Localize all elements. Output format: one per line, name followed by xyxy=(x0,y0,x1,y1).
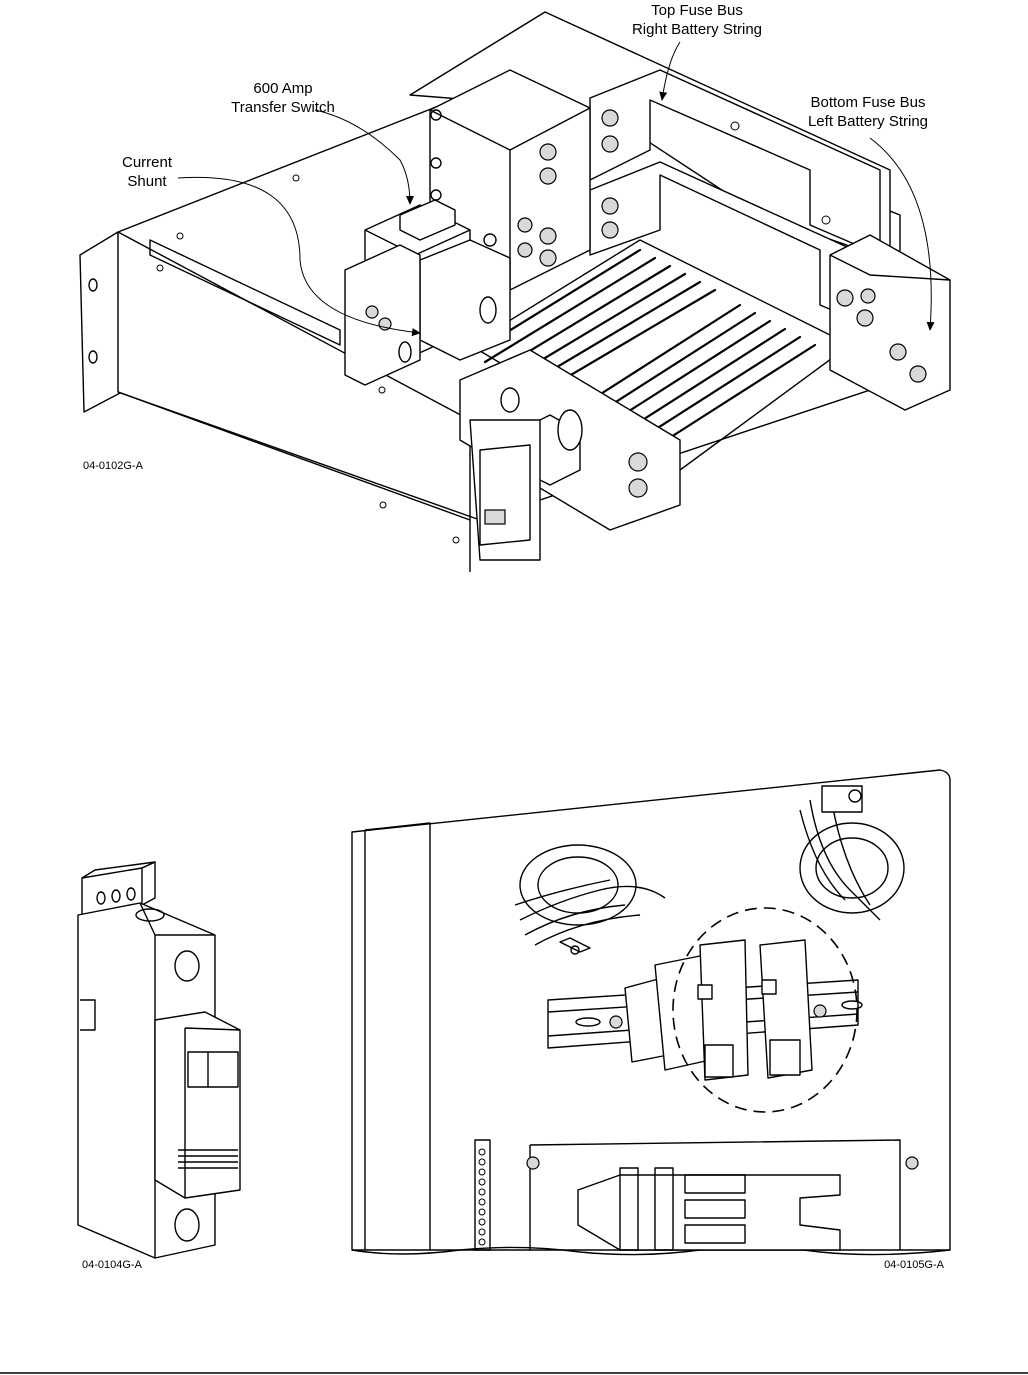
figure-id-bottom-left: 04-0104G-A xyxy=(82,1259,143,1271)
figure-id-bottom-right: 04-0105G-A xyxy=(884,1259,945,1271)
current-shunt-line1: Current xyxy=(122,154,173,171)
bottom-fuse-bus-line2: Left Battery String xyxy=(808,113,928,130)
callout-top-fuse-bus: Top Fuse Bus Right Battery String xyxy=(632,2,762,38)
transfer-switch-line2: Transfer Switch xyxy=(231,99,335,116)
figure-id-top: 04-0102G-A xyxy=(83,460,144,472)
current-shunt-line2: Shunt xyxy=(127,173,167,190)
din-rail-breaker-illustration xyxy=(78,862,240,1258)
callout-transfer-switch: 600 Amp Transfer Switch xyxy=(231,80,335,116)
bottom-fuse-bus-line1: Bottom Fuse Bus xyxy=(810,94,925,111)
panel-illustration xyxy=(352,770,950,1255)
top-fuse-bus-line2: Right Battery String xyxy=(632,21,762,38)
callout-bottom-fuse-bus: Bottom Fuse Bus Left Battery String xyxy=(808,94,928,130)
transfer-switch-line1: 600 Amp xyxy=(253,80,312,97)
top-fuse-bus-line1: Top Fuse Bus xyxy=(651,2,743,19)
callout-current-shunt: Current Shunt xyxy=(122,154,173,190)
